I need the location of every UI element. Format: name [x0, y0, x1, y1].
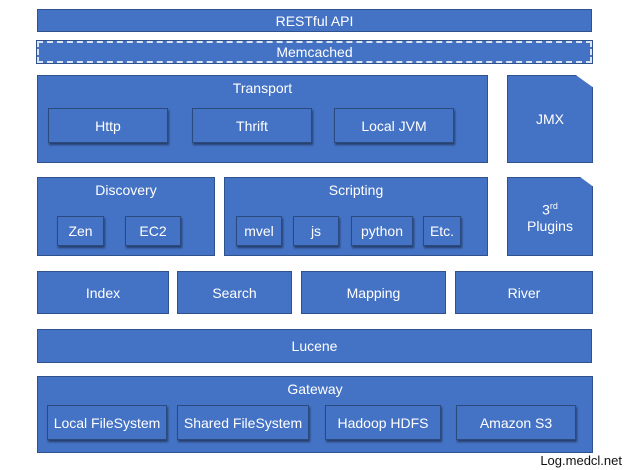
plugins-module: 3rd Plugins: [507, 177, 593, 256]
plugins-label: Plugins: [527, 218, 573, 235]
memcached-layer: Memcached: [36, 40, 593, 64]
lucene-label: Lucene: [291, 338, 338, 354]
scripting-etc: Etc.: [423, 216, 461, 246]
gateway-shared-filesystem-label: Shared FileSystem: [183, 414, 303, 431]
transport-title: Transport: [232, 80, 293, 96]
gateway-title: Gateway: [287, 381, 343, 397]
scripting-etc-label: Etc.: [429, 223, 455, 239]
mapping-module: Mapping: [301, 271, 446, 314]
index-module: Index: [37, 271, 169, 314]
gateway-hadoop-hdfs-label: Hadoop HDFS: [337, 414, 429, 431]
gateway-amazon-s3: Amazon S3: [456, 405, 576, 440]
search-module: Search: [177, 271, 292, 314]
plugins-ordinal-suffix: rd: [549, 200, 558, 211]
scripting-title: Scripting: [328, 182, 384, 198]
restful-api-layer: RESTful API: [37, 9, 592, 32]
mapping-label: Mapping: [346, 284, 401, 301]
gateway-local-filesystem-label: Local FileSystem: [53, 414, 161, 431]
jmx-label: JMX: [536, 111, 564, 127]
search-label: Search: [212, 284, 257, 301]
river-label: River: [507, 284, 541, 301]
index-label: Index: [85, 284, 121, 301]
discovery-zen: Zen: [57, 216, 104, 246]
plugins-ordinal-number: 3: [542, 201, 550, 218]
jmx-module: JMX: [507, 75, 593, 163]
watermark: Log.medcl.net: [540, 453, 622, 468]
discovery-ec2-label: EC2: [139, 223, 167, 239]
gateway-shared-filesystem: Shared FileSystem: [177, 405, 309, 440]
scripting-python-label: python: [360, 223, 404, 239]
memcached-label: Memcached: [276, 44, 353, 60]
transport-thrift: Thrift: [192, 108, 312, 143]
transport-thrift-label: Thrift: [236, 117, 268, 134]
discovery-ec2: EC2: [125, 216, 181, 246]
gateway-local-filesystem: Local FileSystem: [47, 405, 167, 440]
lucene-layer: Lucene: [37, 329, 592, 363]
transport-local-jvm-label: Local JVM: [361, 117, 427, 134]
scripting-python: python: [351, 216, 413, 246]
scripting-js-label: js: [310, 223, 322, 239]
restful-api-label: RESTful API: [275, 12, 354, 29]
transport-http-label: Http: [95, 117, 121, 134]
scripting-mvel: mvel: [236, 216, 282, 246]
discovery-title: Discovery: [95, 182, 157, 198]
gateway-amazon-s3-label: Amazon S3: [479, 414, 553, 431]
transport-http: Http: [48, 108, 168, 143]
scripting-mvel-label: mvel: [244, 223, 274, 239]
gateway-hadoop-hdfs: Hadoop HDFS: [325, 405, 441, 440]
transport-local-jvm: Local JVM: [334, 108, 454, 143]
discovery-zen-label: Zen: [68, 223, 93, 239]
river-module: River: [455, 271, 593, 314]
scripting-js: js: [293, 216, 339, 246]
plugins-ordinal: 3rd: [542, 198, 558, 219]
